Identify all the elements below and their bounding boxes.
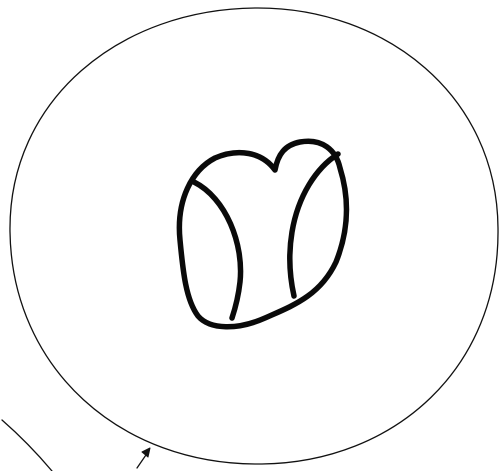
pointer-arrow-head — [142, 448, 150, 457]
edge-curve — [2, 420, 52, 471]
inner-curve-left — [194, 182, 241, 318]
outer-circle — [10, 8, 498, 464]
